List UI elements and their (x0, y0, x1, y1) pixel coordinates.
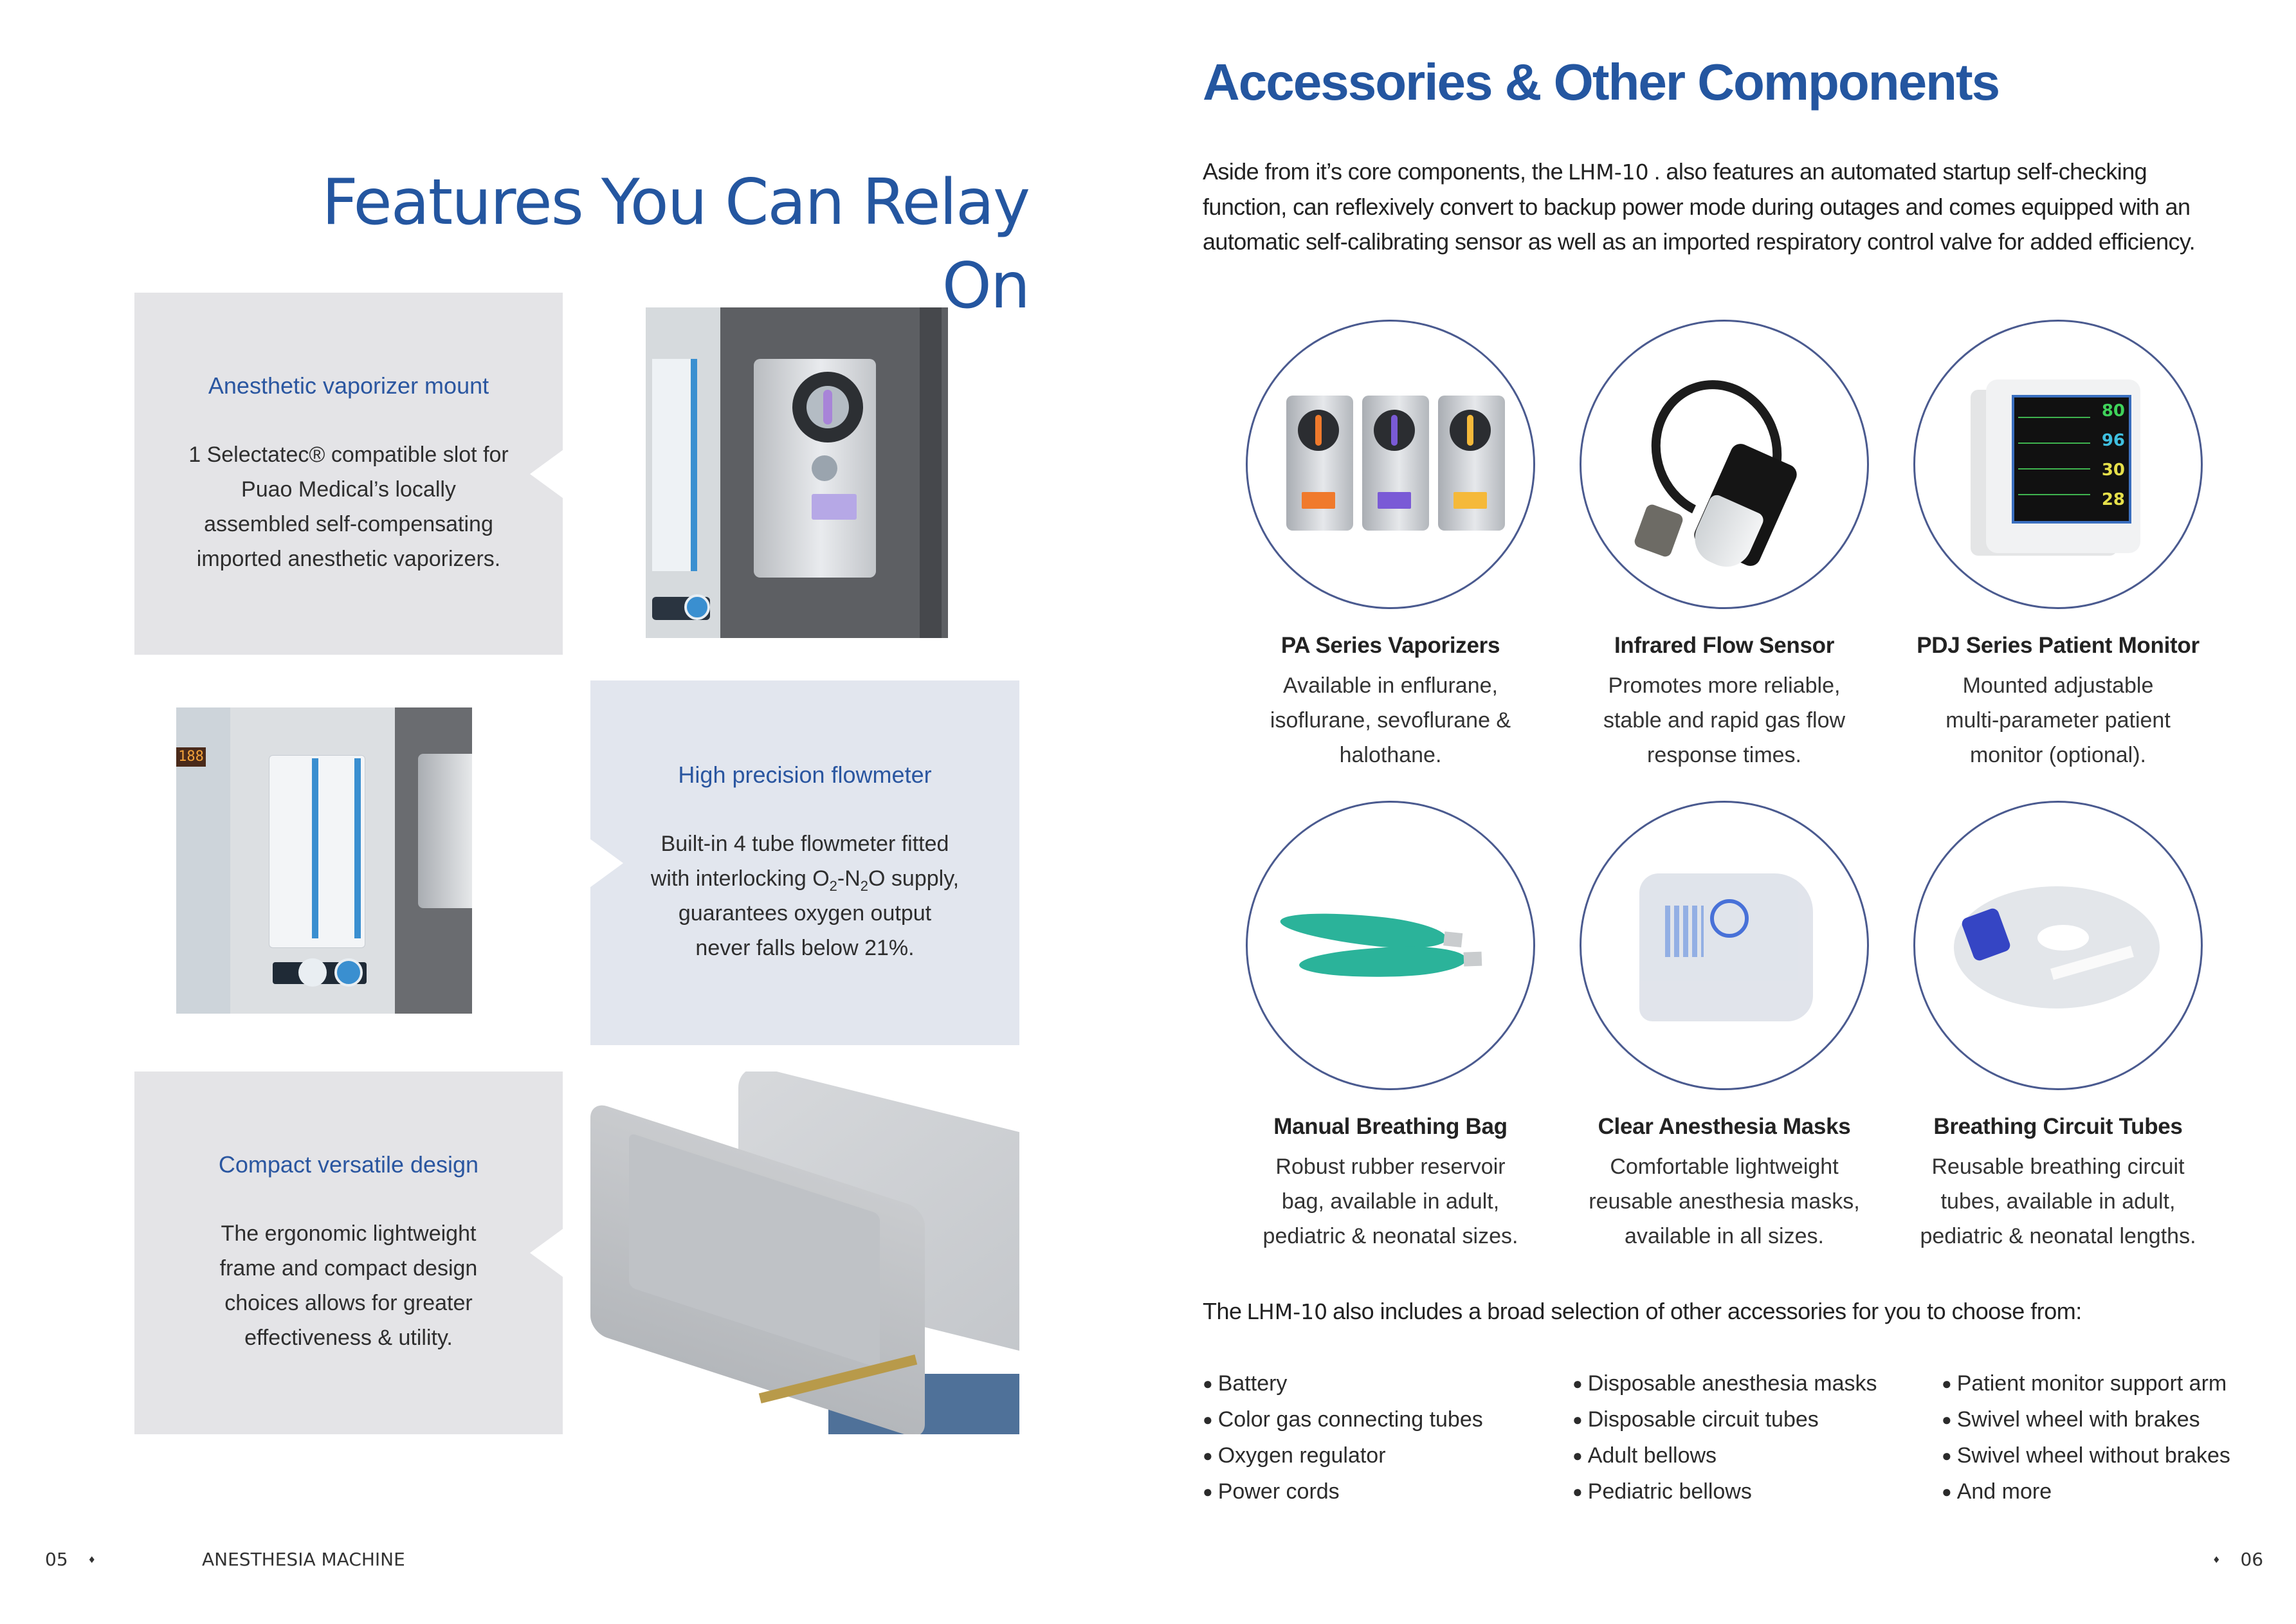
feature-title: Compact versatile design (218, 1151, 479, 1178)
accessory-manual-breathing-bag: Manual Breathing Bag Robust rubber reser… (1223, 801, 1558, 1254)
feature-body-line: 1 Selectatec® compatible slot for (188, 442, 509, 467)
other-accessories-list-col2: Disposable anesthesia masks Disposable c… (1572, 1366, 1877, 1510)
right-page-number: ♦ 06 (2212, 1549, 2264, 1570)
feature-body-line: Built-in 4 tube flowmeter fitted (661, 831, 949, 856)
list-item: Swivel wheel with brakes (1942, 1402, 2230, 1438)
feature-title: High precision flowmeter (678, 761, 932, 788)
agent-label (812, 494, 857, 520)
vaporizer-mount-photo (646, 307, 948, 638)
vaporizers-image (1246, 320, 1535, 609)
feature-card-flowmeter: High precision flowmeter Built-in 4 tube… (590, 680, 1019, 1045)
accessory-description: Mounted adjustable multi-parameter patie… (1945, 673, 2171, 767)
filler-cap-icon (812, 455, 837, 481)
list-item: Disposable circuit tubes (1572, 1402, 1877, 1438)
circuit-tubes-image (1913, 801, 2203, 1090)
feature-body-line: frame and compact design (219, 1256, 478, 1281)
breathing-bag-image (1246, 801, 1535, 1090)
feature-body: 1 Selectatec® compatible slot for Puao M… (188, 437, 509, 576)
separator-icon: ♦ (87, 1555, 96, 1565)
vaporizer-unit (754, 359, 876, 578)
feature-body: The ergonomic lightweight frame and comp… (220, 1216, 478, 1355)
model-name: LHM-10 (1246, 1299, 1328, 1324)
accessory-description: Available in enflurane, isoflurane, sevo… (1270, 673, 1511, 767)
vaporizer-dial-icon (792, 372, 863, 442)
list-item: Oxygen regulator (1203, 1438, 1483, 1474)
list-item: Adult bellows (1572, 1438, 1877, 1474)
feature-body-line: Puao Medical’s locally (241, 477, 456, 502)
list-item: Color gas connecting tubes (1203, 1402, 1483, 1438)
right-page-title: Accessories & Other Components (1203, 53, 2000, 111)
feature-body-line: choices allows for greater (224, 1291, 473, 1315)
digital-display: 188 (176, 747, 206, 767)
accessory-name: Clear Anesthesia Masks (1598, 1114, 1851, 1139)
section-name: ANESTHESIA MACHINE (202, 1549, 405, 1570)
feature-body-line: imported anesthetic vaporizers. (196, 546, 501, 571)
other-accessories-list-col1: Battery Color gas connecting tubes Oxyge… (1203, 1366, 1483, 1510)
accessory-clear-anesthesia-masks: Clear Anesthesia Masks Comfortable light… (1557, 801, 1891, 1254)
list-item: Pediatric bellows (1572, 1474, 1877, 1510)
feature-card-compact-design: Compact versatile design The ergonomic l… (134, 1072, 563, 1434)
separator-icon: ♦ (2212, 1555, 2221, 1565)
flowmeter-photo: 188 (176, 707, 472, 1014)
list-item: Patient monitor support arm (1942, 1366, 2230, 1402)
intro-line: automatic self-calibrating sensor as wel… (1203, 228, 2196, 255)
accessory-name: PDJ Series Patient Monitor (1917, 633, 2200, 658)
accessory-name: Breathing Circuit Tubes (1933, 1114, 2183, 1139)
list-item: Power cords (1203, 1474, 1483, 1510)
feature-card-vaporizer-mount: Anesthetic vaporizer mount 1 Selectatec®… (134, 293, 563, 655)
accessory-breathing-circuit-tubes: Breathing Circuit Tubes Reusable breathi… (1891, 801, 2225, 1254)
accessory-description: Promotes more reliable, stable and rapid… (1603, 673, 1846, 767)
flowmeter-panel (646, 307, 720, 638)
feature-body-line: assembled self-compensating (204, 511, 493, 536)
control-panel: 188 (176, 707, 230, 1014)
model-name: LHM-10 (1568, 160, 1649, 185)
list-item: And more (1942, 1474, 2230, 1510)
list-item: Disposable anesthesia masks (1572, 1366, 1877, 1402)
feature-body: Built-in 4 tube flowmeter fitted with in… (651, 826, 959, 965)
flow-control-knobs (273, 958, 367, 987)
accessory-pa-series-vaporizers: PA Series Vaporizers Available in enflur… (1223, 320, 1558, 772)
intro-line: function, can reflexively convert to bac… (1203, 194, 2191, 220)
left-page-number: 05 ♦ (45, 1549, 96, 1570)
feature-body-line: never falls below 21%. (695, 935, 915, 960)
flow-sensor-image (1580, 320, 1869, 609)
feature-body-line: The ergonomic lightweight (221, 1221, 477, 1246)
other-accessories-list-col3: Patient monitor support arm Swivel wheel… (1942, 1366, 2230, 1510)
accessory-description: Robust rubber reservoir bag, available i… (1262, 1154, 1518, 1248)
accessory-name: Infrared Flow Sensor (1614, 633, 1835, 658)
feature-body-line: with interlocking O2-N2O supply, (650, 866, 960, 894)
anesthesia-mask-image (1580, 801, 1869, 1090)
accessory-infrared-flow-sensor: Infrared Flow Sensor Promotes more relia… (1557, 320, 1891, 772)
list-item: Battery (1203, 1366, 1483, 1402)
accessory-description: Comfortable lightweight reusable anesthe… (1589, 1154, 1860, 1248)
feature-body-line: guarantees oxygen output (678, 900, 932, 926)
patient-monitor-image: 80 96 30 28 (1913, 320, 2203, 609)
accessory-name: PA Series Vaporizers (1280, 633, 1500, 658)
drawer-photo (590, 1072, 1019, 1434)
accessory-name: Manual Breathing Bag (1273, 1114, 1508, 1139)
feature-body-line: effectiveness & utility. (244, 1326, 453, 1350)
accessory-pdj-series-patient-monitor: 80 96 30 28 PDJ Series Patient Monitor M… (1891, 320, 2225, 772)
list-item: Swivel wheel without brakes (1942, 1438, 2230, 1474)
accessory-description: Reusable breathing circuit tubes, availa… (1920, 1154, 2196, 1248)
flowmeter-tubes (269, 755, 365, 948)
feature-title: Anesthetic vaporizer mount (208, 372, 489, 399)
left-page-title: Features You Can Relay On (322, 166, 1030, 323)
